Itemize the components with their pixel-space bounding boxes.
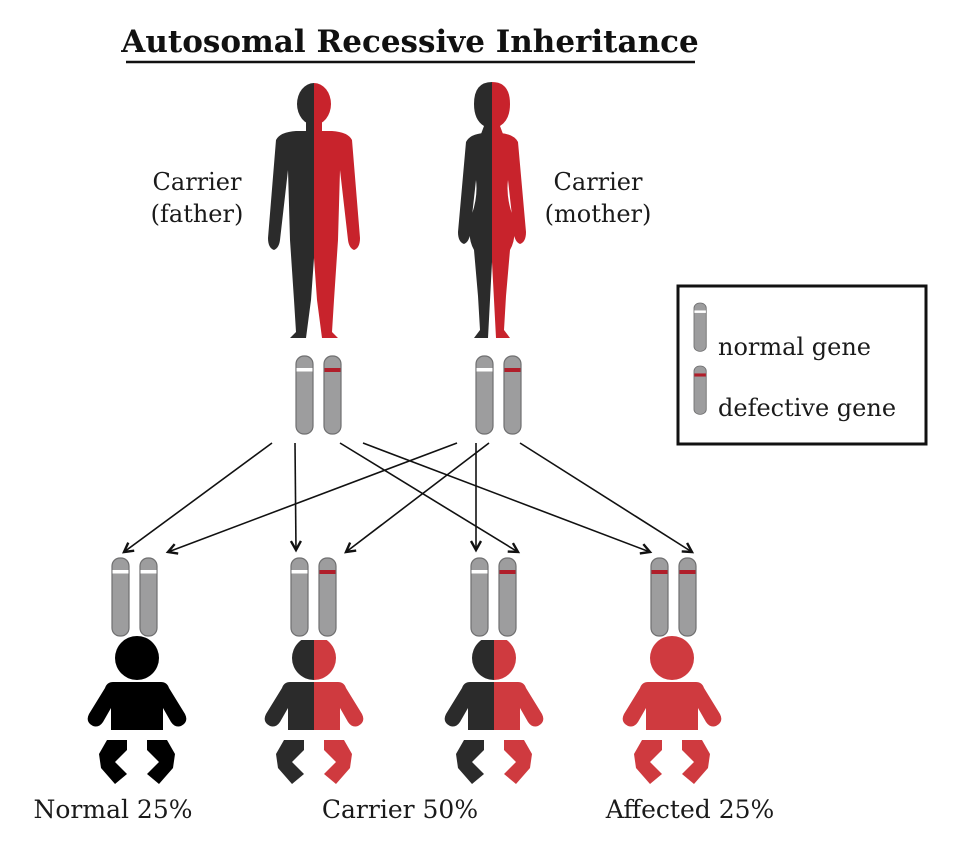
page-title: Autosomal Recessive Inheritance bbox=[120, 24, 698, 60]
arrow bbox=[519, 442, 695, 554]
mother-label-line2: (mother) bbox=[545, 200, 652, 228]
father-label-line1: Carrier bbox=[153, 168, 242, 196]
chromosome-icon bbox=[650, 557, 669, 637]
arrow bbox=[339, 442, 521, 554]
father-chromosomes bbox=[295, 355, 342, 435]
arrow bbox=[362, 442, 653, 555]
chromosome-icon bbox=[111, 557, 130, 637]
outcome-carrier-label: Carrier 50% bbox=[322, 795, 478, 824]
chromosome-icon bbox=[295, 355, 314, 435]
male-figure-icon bbox=[268, 83, 360, 338]
chromosome-icon bbox=[470, 557, 489, 637]
chromosome-icon bbox=[503, 355, 522, 435]
legend-normal-label: normal gene bbox=[718, 333, 871, 361]
female-figure-icon bbox=[458, 82, 526, 338]
chromosome-icon bbox=[678, 557, 697, 637]
baby-icon bbox=[444, 640, 544, 784]
child-chromosomes bbox=[111, 557, 697, 637]
chromosome-icon bbox=[693, 365, 707, 415]
legend: normal gene defective gene bbox=[676, 284, 928, 446]
outcome-normal-label: Normal 25% bbox=[34, 795, 193, 824]
chromosome-icon bbox=[475, 355, 494, 435]
arrow bbox=[289, 442, 302, 553]
chromosome-icon bbox=[323, 355, 342, 435]
father-label-line2: (father) bbox=[151, 200, 244, 228]
chromosome-icon bbox=[498, 557, 517, 637]
chromosome-icon bbox=[318, 557, 337, 637]
legend-defective-label: defective gene bbox=[718, 394, 896, 422]
inheritance-arrows bbox=[122, 442, 695, 555]
outcome-affected-label: Affected 25% bbox=[605, 795, 775, 824]
arrow bbox=[165, 442, 458, 555]
baby-icon bbox=[264, 640, 364, 784]
baby-icon bbox=[622, 636, 722, 784]
baby-icon bbox=[87, 636, 187, 784]
chromosome-icon bbox=[693, 302, 707, 352]
mother-label-line1: Carrier bbox=[554, 168, 643, 196]
chromosome-icon bbox=[290, 557, 309, 637]
mother-chromosomes bbox=[475, 355, 522, 435]
chromosome-icon bbox=[139, 557, 158, 637]
arrow bbox=[122, 442, 273, 554]
arrow bbox=[344, 442, 490, 554]
